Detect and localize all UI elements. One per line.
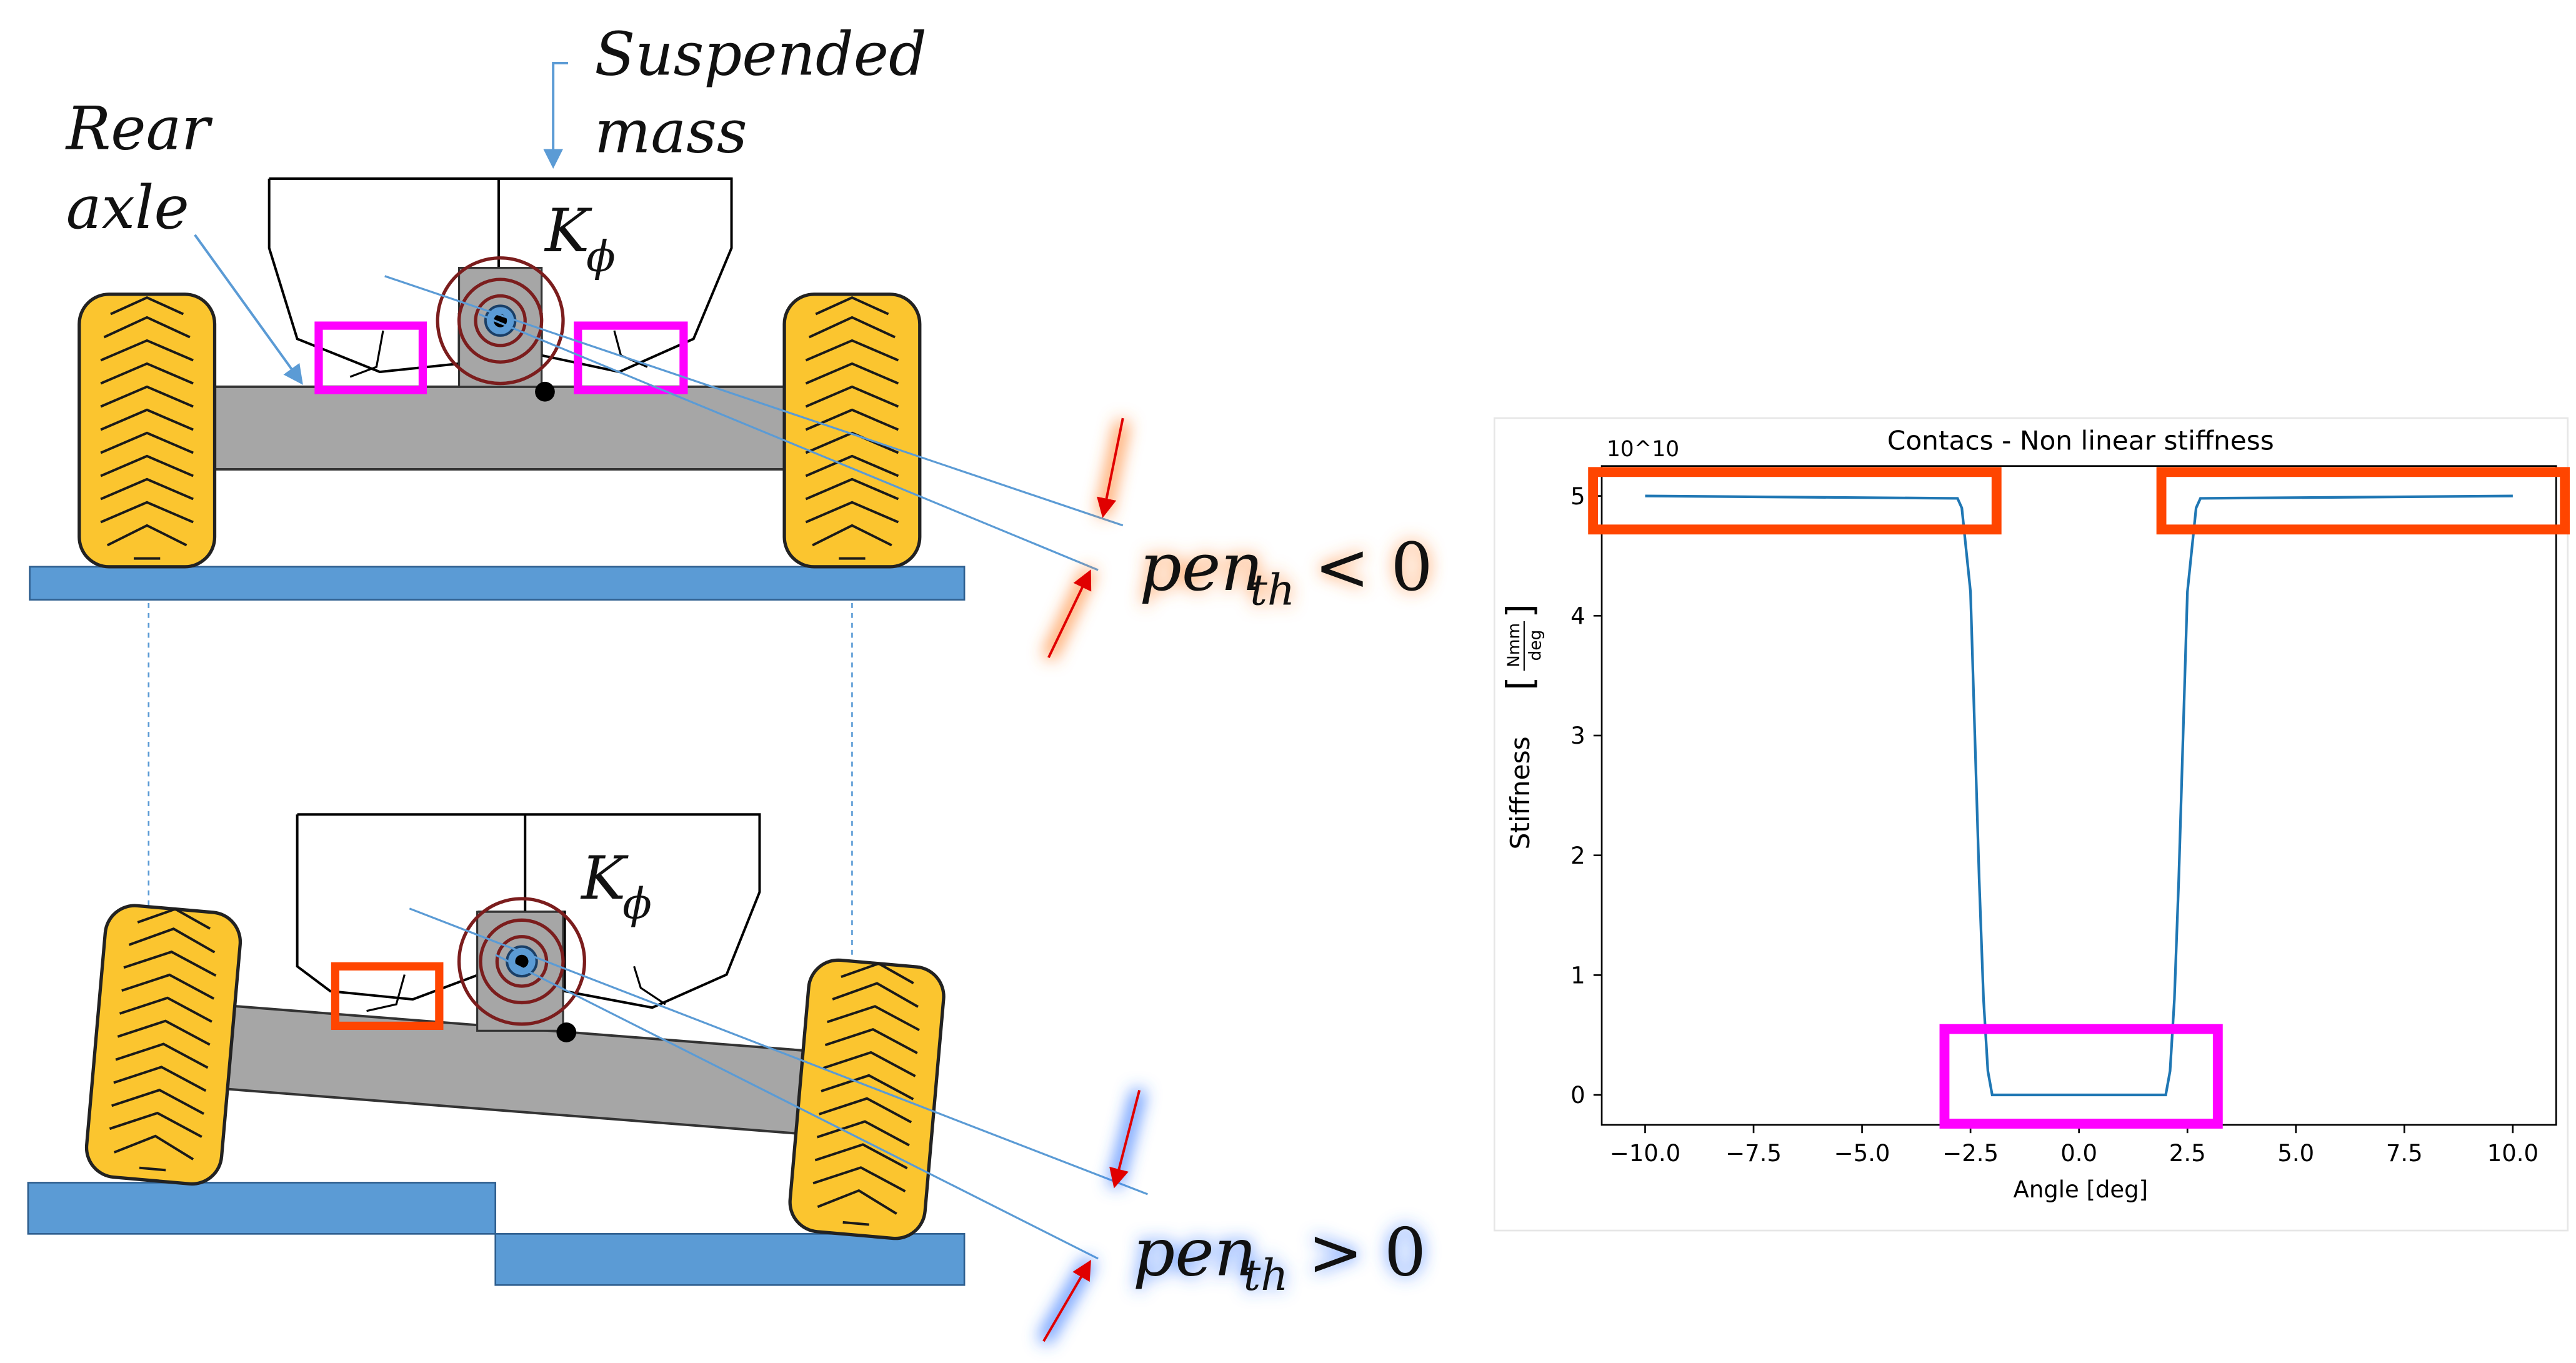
pen-top-text: pen (1139, 529, 1263, 606)
pen-top-rel-glow: < 0 (1314, 529, 1432, 606)
pen-bottom-relation: > 0 (1308, 1214, 1426, 1291)
x-tick-label: 10.0 (2487, 1140, 2539, 1167)
chart-offset-text: 10^10 (1607, 437, 1679, 462)
stiffness-chart: Contacs - Non linear stiffness 10^10 Ang… (1493, 417, 2570, 1232)
top-axle-beam (205, 385, 802, 471)
chart-ylabel-group: Stiffness [ Nmm deg ] (1499, 604, 1545, 849)
pen-bottom-glow: pen (1133, 1214, 1257, 1291)
pen-top-glow: pen (1139, 529, 1263, 606)
top-k-phi-label: K ϕ (544, 197, 616, 282)
pen-bottom-subscript: th (1244, 1251, 1289, 1301)
y-tick-label: 3 (1570, 722, 1585, 749)
y-tick-label: 2 (1570, 842, 1585, 869)
top-right-tire (782, 292, 922, 569)
chart-ylabel-unit-den: deg (1525, 630, 1545, 661)
top-left-contact-box (314, 321, 427, 394)
pen-top-sub-glow: th (1250, 566, 1295, 616)
chart-highlight-center-box (1939, 1024, 2223, 1129)
y-tick-label: 1 (1570, 962, 1585, 989)
x-tick-label: 2.5 (2169, 1140, 2206, 1167)
pen-bottom-label: pen th > 0 pen th > 0 (1133, 1214, 1426, 1301)
chart-highlight-box (1588, 467, 2002, 535)
y-tick-label: 4 (1570, 602, 1585, 629)
bottom-k-phi-label: K ϕ (580, 844, 652, 929)
rear-axle-arrow (194, 234, 303, 385)
bottom-k-subscript: ϕ (622, 879, 652, 929)
bottom-vehicle (27, 813, 1148, 1344)
suspended-mass-label: Suspended mass (594, 20, 927, 166)
bottom-ground-left (27, 1182, 497, 1235)
chart-highlights (1588, 467, 2570, 1129)
suspended-mass-arrow (543, 61, 568, 169)
x-tick-label: 7.5 (2386, 1140, 2423, 1167)
top-ground (29, 566, 966, 601)
top-torsion-spring-icon (436, 256, 565, 386)
bottom-left-contact-box (331, 962, 444, 1031)
top-pivot-dot (535, 381, 555, 402)
bottom-k-symbol: K (580, 844, 629, 913)
bottom-right-tire (788, 958, 946, 1241)
top-right-contact-box (574, 321, 688, 394)
pen-top-subscript: th (1250, 566, 1295, 616)
chart-xlabel: Angle [deg] (2014, 1176, 2149, 1203)
chart-ylabel-unit-num: Nmm (1504, 623, 1524, 667)
chart-axes: −10.0 −7.5 −5.0 −2.5 0.0 2.5 5.0 7.5 10.0 0 1 2 3 4 5 (1570, 483, 2539, 1167)
chart-series-line (1645, 494, 2513, 1097)
x-tick-label: −5.0 (1834, 1140, 1890, 1167)
bottom-body-outline (296, 813, 761, 1009)
x-tick-label: 5.0 (2277, 1140, 2314, 1167)
top-body-outline (267, 177, 733, 374)
chart-plot-area (1600, 465, 2557, 1126)
top-left-tire (77, 292, 217, 569)
pen-top-relation: < 0 (1314, 529, 1432, 606)
chart-ylabel: Stiffness (1505, 736, 1535, 849)
top-k-symbol: K (544, 197, 592, 266)
rear-axle-label: Rear axle (65, 94, 214, 242)
bottom-pivot-dot (556, 1022, 577, 1042)
pen-bottom-text: pen (1133, 1214, 1257, 1291)
rear-label-line2: axle (66, 174, 189, 242)
top-vehicle (29, 61, 1129, 661)
pen-bottom-sub-glow: th (1244, 1251, 1289, 1301)
pen-bottom-rel-glow: > 0 (1308, 1214, 1426, 1291)
x-tick-label: −2.5 (1942, 1140, 1999, 1167)
chart-highlight-box (2156, 467, 2570, 535)
y-tick-label: 0 (1570, 1082, 1585, 1109)
suspended-label-line2: mass (594, 98, 747, 167)
x-tick-label: −7.5 (1725, 1140, 1782, 1167)
top-k-subscript: ϕ (586, 232, 616, 282)
rear-label-line1: Rear (65, 94, 214, 163)
y-tick-label: 5 (1570, 483, 1585, 510)
chart-title: Contacs - Non linear stiffness (1887, 425, 2274, 456)
chart-ylabel-bracket-left: [ (1499, 676, 1541, 691)
x-tick-label: 0.0 (2060, 1140, 2097, 1167)
x-tick-label: −10.0 (1610, 1140, 1680, 1167)
bottom-left-tire (84, 904, 242, 1186)
pen-top-label: pen th < 0 pen th < 0 (1139, 529, 1432, 616)
suspended-label-line1: Suspended (594, 20, 927, 89)
chart-ylabel-bracket-right: ] (1499, 604, 1541, 618)
bottom-ground-right (494, 1233, 966, 1286)
